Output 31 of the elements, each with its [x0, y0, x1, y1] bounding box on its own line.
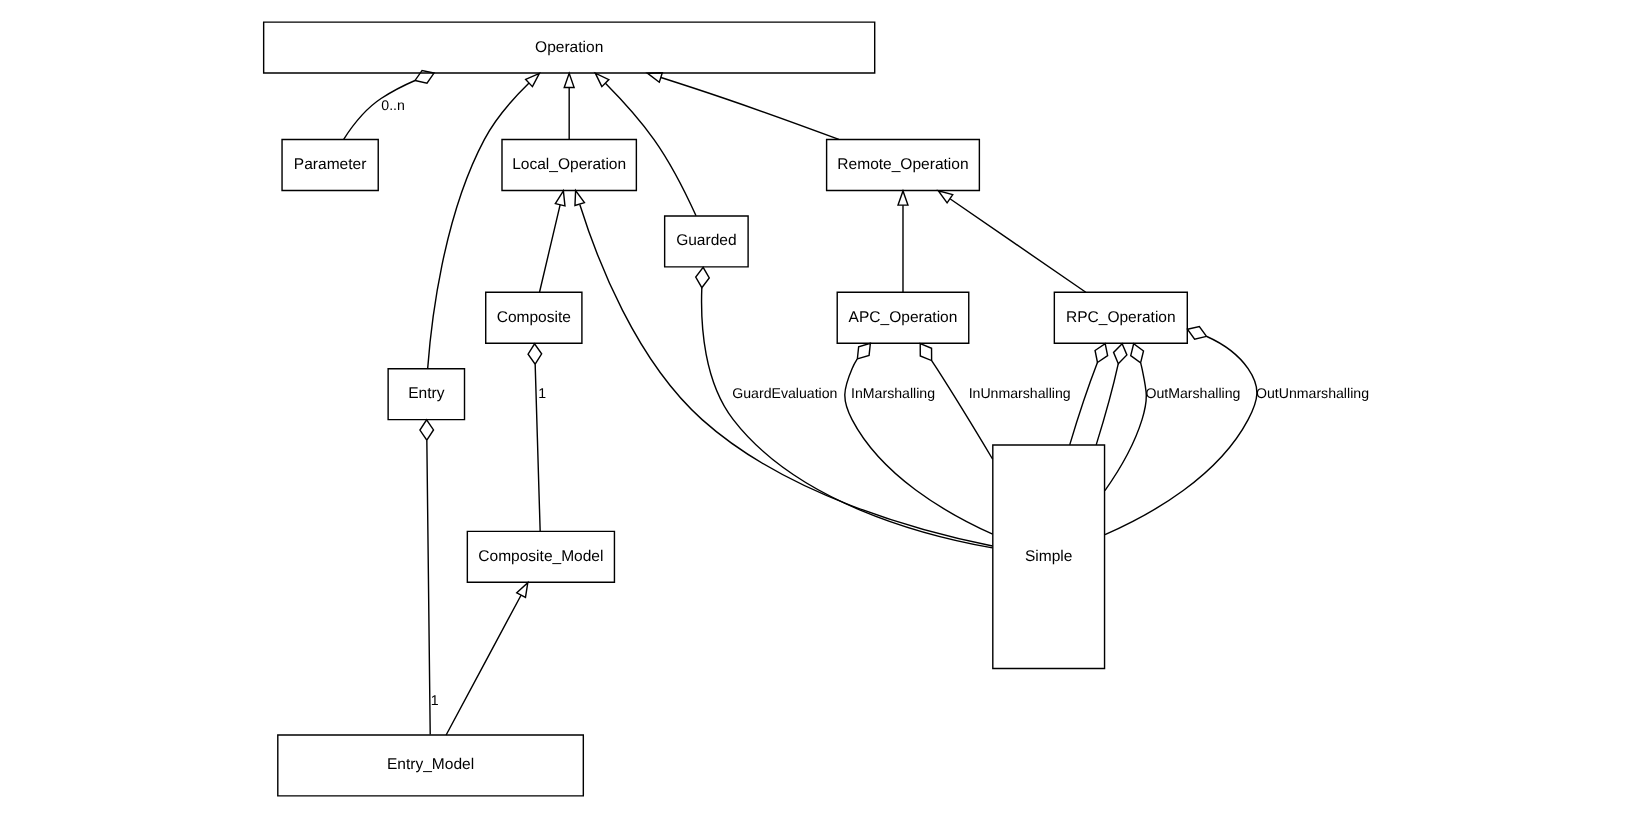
arrow [444, 580, 528, 736]
arrow [935, 189, 1086, 293]
connector [843, 342, 993, 535]
node-box: Composite_Model [465, 530, 615, 583]
node-box: Guarded [662, 215, 748, 268]
arrow [425, 71, 540, 370]
connector [341, 69, 435, 140]
node-box: APC_Operation [835, 291, 969, 344]
connector [1103, 325, 1257, 536]
arrow [896, 188, 908, 293]
connector [918, 342, 993, 460]
arrow [592, 71, 696, 217]
node-box: Operation [261, 21, 875, 74]
connector [1103, 342, 1146, 492]
node-box: Composite [484, 291, 582, 344]
connector [1094, 342, 1127, 446]
arrow [573, 188, 993, 547]
connector [526, 342, 542, 532]
connector [1068, 342, 1108, 446]
arrow [562, 71, 575, 140]
arrow [644, 72, 839, 141]
arrow [537, 188, 565, 293]
node-box: Parameter [280, 138, 378, 192]
connector [693, 266, 993, 549]
node-box: Entry [386, 368, 465, 421]
node-box: RPC_Operation [1052, 291, 1187, 344]
node-box: Simple [991, 444, 1105, 670]
connector [418, 418, 434, 736]
node-box: Entry_Model [276, 734, 584, 797]
node-box: Remote_Operation [824, 138, 980, 192]
node-box: Local_Operation [500, 138, 637, 192]
